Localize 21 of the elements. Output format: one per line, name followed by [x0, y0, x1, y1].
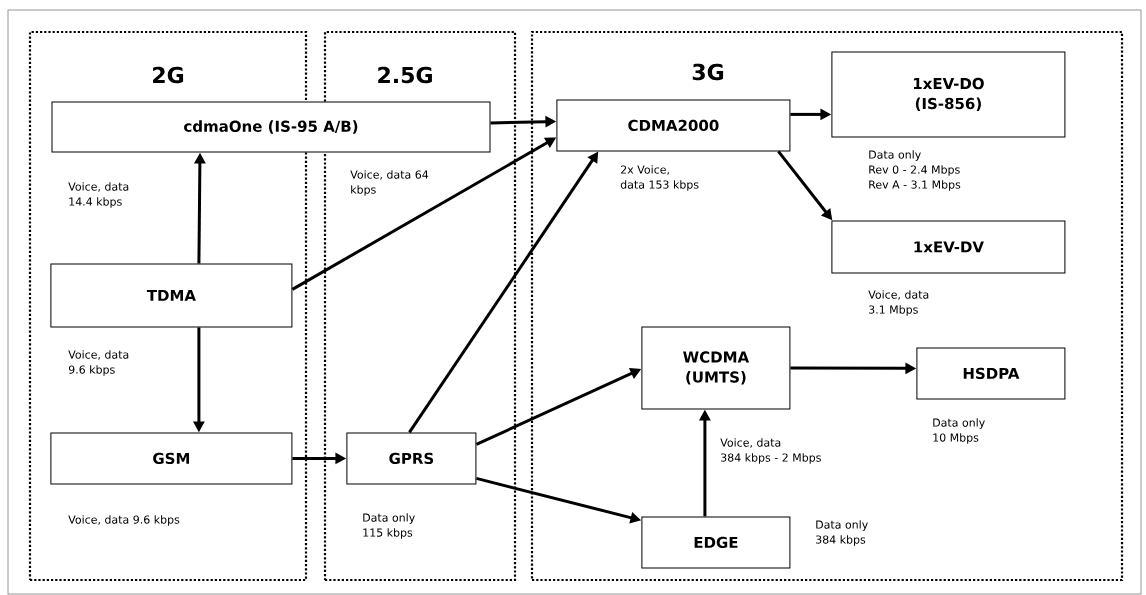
- spec-text: 2x Voice, data 153 kbps: [620, 165, 699, 191]
- standard-box: CDMA2000: [556, 99, 791, 152]
- spec-text: Voice, data 14.4 kbps: [68, 182, 129, 208]
- standard-box: 1xEV-DO (IS-856): [831, 51, 1066, 138]
- standard-box: HSDPA: [916, 347, 1066, 400]
- standard-box: 1xEV-DV: [831, 220, 1066, 274]
- spec-text: Voice, data 64 kbps: [350, 170, 429, 196]
- spec-text: Voice, data 3.1 Mbps: [868, 290, 929, 316]
- standard-box: GPRS: [346, 432, 477, 485]
- standard-box: GSM: [50, 432, 293, 485]
- spec-text: Voice, data 384 kbps - 2 Mbps: [720, 438, 821, 464]
- standard-box: TDMA: [50, 263, 293, 328]
- spec-text: Voice, data 9.6 kbps: [68, 350, 129, 376]
- spec-text: Voice, data 9.6 kbps: [68, 515, 180, 526]
- standard-box: cdmaOne (IS-95 A/B): [51, 101, 491, 153]
- standard-box: WCDMA (UMTS): [641, 326, 791, 410]
- standard-box: EDGE: [641, 516, 791, 569]
- spec-text: Data only 10 Mbps: [933, 418, 985, 444]
- spec-text: Data only Rev 0 - 2.4 Mbps Rev A - 3.1 Mbps: [869, 150, 961, 191]
- spec-text: Data only 115 kbps: [363, 513, 415, 539]
- spec-text: Data only 384 kbps: [816, 520, 868, 546]
